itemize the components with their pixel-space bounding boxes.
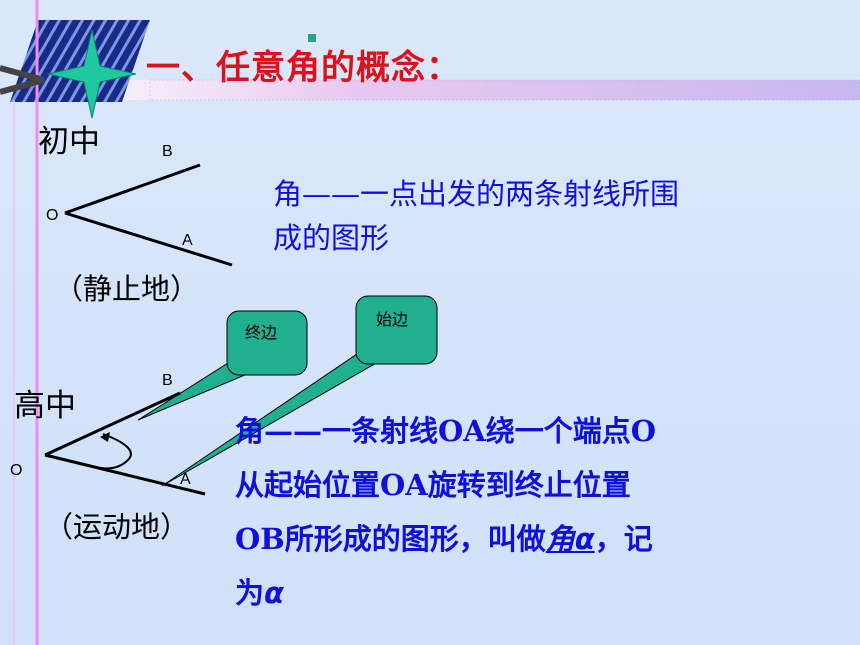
- def-line4-prefix: 为: [235, 576, 265, 610]
- junior-point-o: O: [46, 207, 59, 224]
- senior-label: 高中: [14, 388, 76, 424]
- senior-point-b: B: [162, 372, 173, 389]
- senior-definition: 角——一条射线OA绕一个端点O 从起始位置OA旋转到终止位置 OB所形成的图形，…: [235, 404, 656, 620]
- junior-point-b: B: [162, 143, 173, 160]
- callout-terminal-text: 终边: [245, 323, 278, 342]
- star-icon: [47, 29, 137, 119]
- def-line3-prefix: OB所形成的图形，叫做: [235, 522, 546, 556]
- senior-caption: （运动地）: [44, 510, 190, 544]
- alpha-symbol-2: α: [264, 576, 284, 610]
- senior-definition-line-3: OB所形成的图形，叫做角α，记: [235, 512, 656, 566]
- callout-initial-box: [355, 295, 438, 365]
- angle-term: 角α: [546, 522, 595, 556]
- striped-block: [10, 20, 150, 102]
- junior-label: 初中: [38, 124, 100, 160]
- slide-title: 一、任意角的概念：: [146, 48, 461, 88]
- junior-definition-line-2: 成的图形: [273, 221, 390, 255]
- senior-definition-line-4: 为α: [235, 566, 656, 620]
- senior-point-o: O: [10, 462, 23, 479]
- junior-definition-line-1: 角——一点出发的两条射线所围: [273, 177, 680, 211]
- callout-initial-text: 始边: [376, 310, 409, 329]
- junior-definition: 角——一点出发的两条射线所围 成的图形: [273, 172, 679, 260]
- junior-point-a: A: [182, 232, 193, 249]
- senior-point-a: A: [180, 471, 191, 488]
- senior-definition-line-1: 角——一条射线OA绕一个端点O: [235, 414, 657, 448]
- senior-definition-line-2: 从起始位置OA旋转到终止位置: [235, 468, 631, 502]
- angle-term-text: 角: [545, 522, 575, 556]
- def-line3-suffix: ，记: [594, 522, 653, 556]
- header-band: [20, 80, 860, 100]
- alpha-symbol: α: [574, 522, 595, 556]
- callout-terminal-box: [226, 310, 308, 376]
- junior-caption: （静止地）: [54, 272, 200, 306]
